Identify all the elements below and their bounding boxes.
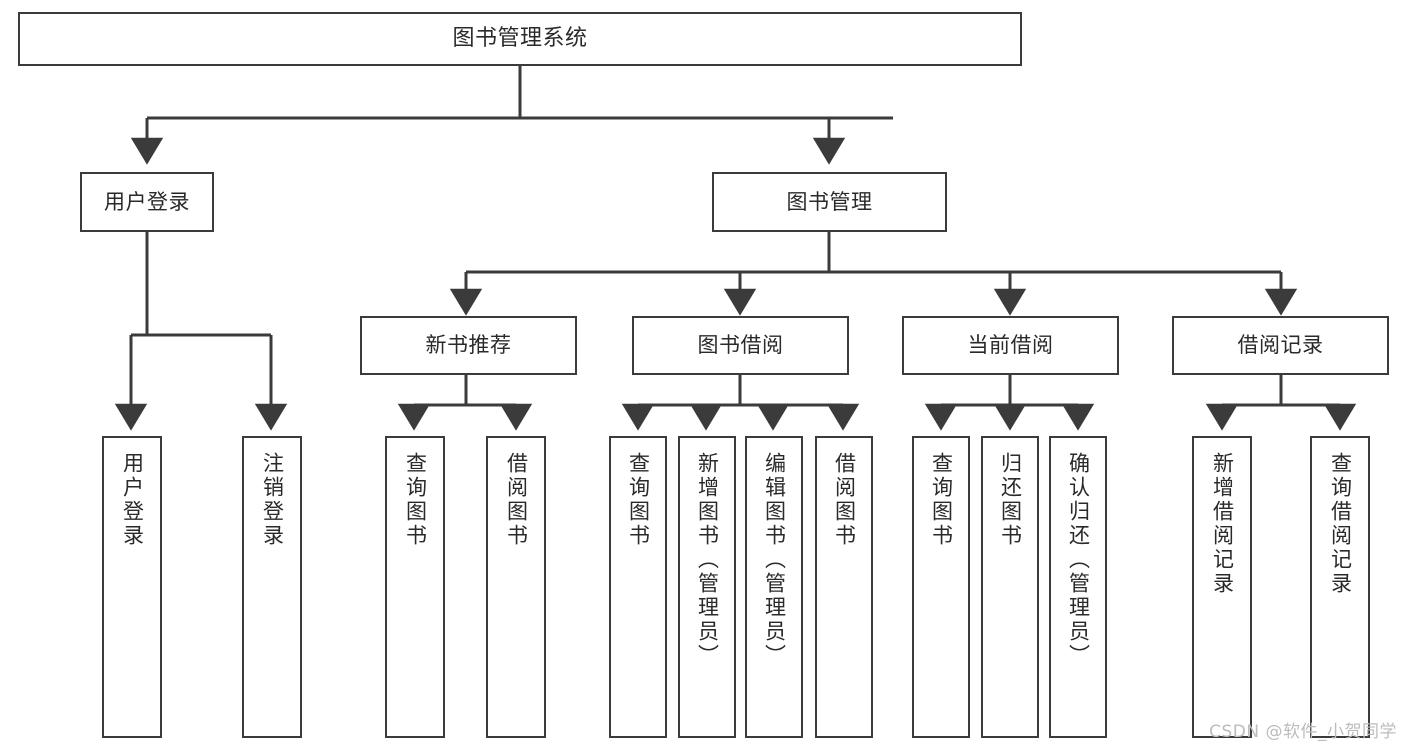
node-leaf-logout[interactable]: 注销登录: [242, 436, 302, 738]
node-label: 查询图书: [403, 452, 428, 548]
node-label: 查询借阅记录: [1328, 452, 1353, 596]
node-leaf-borrow-books-recommend[interactable]: 借阅图书: [486, 436, 546, 738]
node-label: 用户登录: [104, 189, 190, 214]
node-current-borrow[interactable]: 当前借阅: [902, 316, 1119, 375]
node-label: 归还图书: [998, 452, 1023, 548]
node-label: 新增图书（管理员）: [695, 452, 720, 668]
node-label: 查询图书: [929, 452, 954, 548]
node-user-login[interactable]: 用户登录: [80, 172, 214, 232]
node-leaf-edit-book-admin[interactable]: 编辑图书（管理员）: [745, 436, 803, 738]
node-label: 注销登录: [260, 452, 285, 548]
node-label: 借阅图书: [832, 452, 857, 548]
node-leaf-confirm-return-admin[interactable]: 确认归还（管理员）: [1049, 436, 1107, 738]
node-leaf-add-book-admin[interactable]: 新增图书（管理员）: [678, 436, 736, 738]
node-label: 确认归还（管理员）: [1066, 452, 1091, 668]
node-label: 编辑图书（管理员）: [762, 452, 787, 668]
node-book-borrow[interactable]: 图书借阅: [632, 316, 849, 375]
node-label: 图书管理: [786, 189, 873, 214]
node-label: 新书推荐: [425, 333, 512, 358]
node-label: 图书管理系统: [452, 26, 588, 52]
node-label: 图书借阅: [697, 333, 784, 358]
node-borrow-records[interactable]: 借阅记录: [1172, 316, 1389, 375]
node-label: 当前借阅: [967, 333, 1054, 358]
node-leaf-query-books-current[interactable]: 查询图书: [912, 436, 970, 738]
node-leaf-return-books[interactable]: 归还图书: [981, 436, 1039, 738]
node-new-book-recommend[interactable]: 新书推荐: [360, 316, 577, 375]
node-root-book-management-system[interactable]: 图书管理系统: [18, 12, 1022, 66]
node-leaf-user-login[interactable]: 用户登录: [102, 436, 162, 738]
node-label: 借阅记录: [1237, 333, 1324, 358]
csdn-watermark: CSDN @软件_小贺同学: [1209, 722, 1397, 742]
node-book-management[interactable]: 图书管理: [712, 172, 947, 232]
node-leaf-query-books-borrow[interactable]: 查询图书: [609, 436, 667, 738]
node-label: 借阅图书: [504, 452, 529, 548]
node-label: 用户登录: [120, 452, 145, 548]
node-leaf-borrow-books[interactable]: 借阅图书: [815, 436, 873, 738]
node-label: 查询图书: [626, 452, 651, 548]
node-label: 新增借阅记录: [1210, 452, 1235, 596]
node-leaf-add-borrow-record[interactable]: 新增借阅记录: [1192, 436, 1252, 738]
node-leaf-query-books-recommend[interactable]: 查询图书: [385, 436, 445, 738]
node-leaf-query-borrow-record[interactable]: 查询借阅记录: [1310, 436, 1370, 738]
